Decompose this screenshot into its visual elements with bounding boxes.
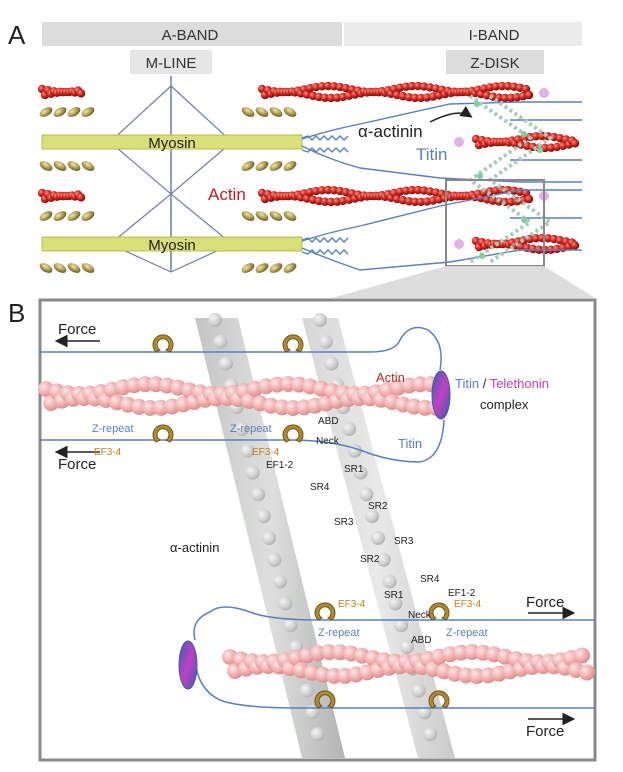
panel-b-letter: B: [8, 298, 25, 328]
sr1-b: SR1: [384, 590, 404, 601]
i-band-label: I-BAND: [469, 27, 520, 44]
z-disk-nodes: [474, 101, 543, 259]
telethonin-oval-bottom: [178, 640, 198, 690]
telethonin-oval-top: [431, 370, 451, 420]
actin-pink-filaments: [38, 376, 595, 684]
titin-line-top: [40, 326, 442, 371]
zoom-funnel: [332, 266, 595, 298]
z-disk-bar: [446, 50, 544, 74]
z-repeat-bottom-left: Z-repeat: [318, 627, 360, 639]
titin-telethonin-label: Titin / Telethonin: [455, 376, 549, 391]
panel-b: B Fo: [8, 298, 597, 762]
myosin-filament-bottom: [41, 236, 303, 252]
complex-label: complex: [480, 397, 529, 412]
z-repeat-top-mid: Z-repeat: [230, 423, 272, 435]
ef34-top-left: EF3-4: [94, 447, 122, 458]
myosin-filament-top: [41, 134, 303, 150]
force-label-top-left: Force: [58, 321, 96, 338]
force-label-bottom-right: Force: [526, 723, 564, 740]
titin-line-bottom: [194, 659, 595, 709]
sr4-b: SR4: [420, 574, 440, 585]
sr2-a: SR2: [368, 501, 388, 512]
ef-hand-clamps: [152, 334, 450, 709]
ef34-top-mid: EF3-4: [252, 447, 280, 458]
panel-a-letter: A: [8, 20, 26, 50]
alpha-actinin-beads: [208, 313, 438, 742]
i-band-bar: [344, 22, 582, 46]
sr1-a: SR1: [344, 464, 364, 475]
z-repeat-top-left: Z-repeat: [92, 423, 134, 435]
abd-bottom: ABD: [411, 635, 432, 646]
m-line-label: M-LINE: [146, 55, 197, 72]
titin-word: Titin: [455, 376, 479, 391]
sr4-a: SR4: [310, 482, 330, 493]
ef12-top: EF1-2: [266, 460, 294, 471]
alpha-actinin-arrow: [429, 106, 473, 123]
titin-label-b: Titin: [398, 436, 422, 451]
actin-filaments: [37, 81, 580, 255]
alpha-actinin-label-b: α-actinin: [170, 540, 219, 555]
z-disk-label: Z-DISK: [470, 55, 519, 72]
abd-top: ABD: [318, 416, 339, 427]
ef12-bottom: EF1-2: [448, 588, 476, 599]
panel-a: A A-BAND I-BAND M-LINE Z-DISK Myosin Myo…: [8, 20, 595, 298]
a-band-bar: [42, 22, 342, 46]
ef34-bottom-left: EF3-4: [338, 599, 366, 610]
z-disk-anchors: [454, 88, 549, 249]
titin-line-mid: [40, 419, 445, 463]
m-line-bar: [130, 50, 212, 74]
ef34-bottom-right: EF3-4: [454, 599, 482, 610]
force-label-mid-right: Force: [526, 594, 564, 611]
myosin-heads: [39, 107, 297, 273]
sr3-b: SR3: [394, 536, 414, 547]
telethonin-word: Telethonin: [490, 376, 549, 391]
titin-line-lower: [193, 606, 595, 641]
m-line-crosslinks: [109, 85, 233, 273]
neck-top: Neck: [316, 436, 340, 447]
a-band-label: A-BAND: [162, 27, 219, 44]
actin-label-a: Actin: [208, 185, 246, 204]
z-repeat-bottom-right: Z-repeat: [446, 627, 488, 639]
titin-label-a: Titin: [416, 145, 448, 164]
titin-filaments: [301, 101, 582, 271]
sr2-b: SR2: [360, 554, 380, 565]
force-label-mid-left: Force: [58, 456, 96, 473]
actin-label-b: Actin: [376, 370, 405, 385]
sr3-a: SR3: [334, 517, 354, 528]
slash: /: [479, 376, 490, 391]
neck-bottom: Neck: [408, 610, 432, 621]
myosin-label-bottom: Myosin: [148, 237, 196, 254]
myosin-label-top: Myosin: [148, 135, 196, 152]
alpha-actinin-label-a: α-actinin: [358, 122, 423, 141]
